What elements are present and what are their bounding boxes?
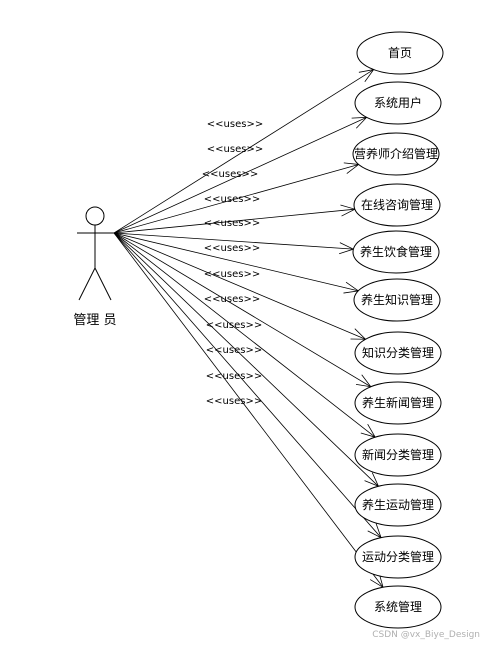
uses-label: <<uses>> bbox=[207, 119, 263, 130]
uses-label: <<uses>> bbox=[206, 371, 262, 382]
use-case-ellipse bbox=[356, 31, 444, 75]
use-case-ellipse bbox=[352, 132, 440, 176]
association-line bbox=[113, 232, 372, 388]
uses-label: <<uses>> bbox=[204, 269, 260, 280]
use-case-label: 养生新闻管理 bbox=[362, 395, 434, 410]
uses-label: <<uses>> bbox=[206, 396, 262, 407]
association-line bbox=[113, 232, 382, 538]
actor-right-leg bbox=[94, 267, 112, 301]
use-case-label: 系统管理 bbox=[374, 599, 422, 614]
use-cases: 首页系统用户营养师介绍管理在线咨询管理养生饮食管理养生知识管理知识分类管理养生新… bbox=[352, 31, 444, 629]
use-case-label: 养生知识管理 bbox=[361, 292, 433, 307]
use-case-ellipse bbox=[353, 183, 441, 227]
association-line bbox=[113, 232, 379, 487]
use-case-label: 营养师介绍管理 bbox=[354, 146, 438, 161]
actor-head bbox=[85, 206, 105, 226]
association-line bbox=[113, 232, 366, 340]
use-case-ellipse bbox=[354, 331, 442, 375]
association-line bbox=[113, 232, 354, 250]
use-case-ellipse bbox=[354, 433, 442, 477]
association-line bbox=[113, 116, 367, 234]
association-line bbox=[113, 232, 359, 292]
use-case-label: 养生运动管理 bbox=[362, 497, 434, 512]
uses-label: <<uses>> bbox=[206, 345, 262, 356]
use-case-ellipse bbox=[353, 278, 441, 322]
uses-label: <<uses>> bbox=[204, 243, 260, 254]
association-line bbox=[113, 208, 355, 234]
use-case-label: 在线咨询管理 bbox=[361, 197, 433, 212]
association-line bbox=[113, 232, 384, 588]
uses-label: <<uses>> bbox=[202, 169, 258, 180]
association-links bbox=[113, 69, 384, 589]
watermark: CSDN @vx_Biye_Design bbox=[372, 630, 480, 640]
association-line bbox=[113, 69, 374, 234]
actor-left-leg bbox=[78, 267, 96, 301]
use-case-label: 运动分类管理 bbox=[362, 549, 434, 564]
use-case-ellipse bbox=[354, 535, 442, 579]
actor-figure bbox=[77, 206, 114, 301]
use-case-label: 系统用户 bbox=[374, 95, 422, 110]
uses-label: <<uses>> bbox=[204, 218, 260, 229]
use-case-label: 新闻分类管理 bbox=[362, 447, 434, 462]
association-line bbox=[113, 232, 376, 438]
use-case-ellipse bbox=[354, 483, 442, 527]
actor-label: 管理 员 bbox=[73, 313, 116, 328]
use-case-label: 养生饮食管理 bbox=[360, 244, 432, 259]
use-case-label: 首页 bbox=[388, 46, 412, 60]
uses-labels: <<uses>> <<uses>> <<uses>> <<uses>> <<uses>>… bbox=[202, 119, 263, 407]
association-line bbox=[113, 164, 359, 234]
use-case-ellipse bbox=[352, 230, 440, 274]
uses-label: <<uses>> bbox=[204, 294, 260, 305]
use-case-ellipse bbox=[354, 585, 442, 629]
uses-label: <<uses>> bbox=[207, 144, 263, 155]
uses-label: <<uses>> bbox=[206, 320, 262, 331]
uses-label: <<uses>> bbox=[204, 194, 260, 205]
use-case-label: 知识分类管理 bbox=[362, 345, 434, 360]
use-case-ellipse bbox=[354, 381, 442, 425]
use-case-ellipse bbox=[354, 81, 442, 125]
